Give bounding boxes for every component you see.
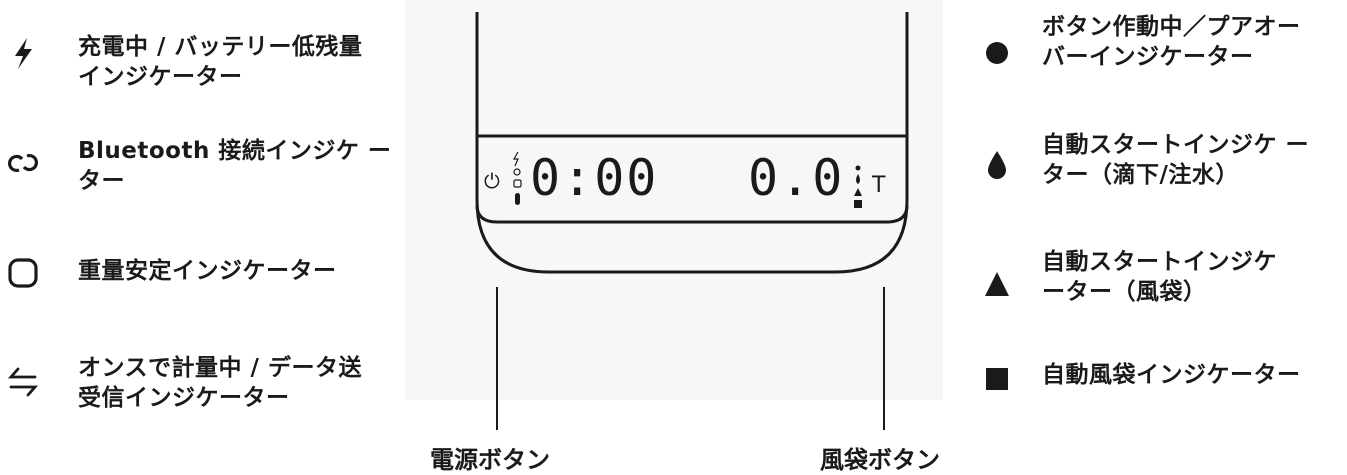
illustration-backdrop <box>405 0 943 400</box>
legend-label: ボタン作動中／プアオー バーインジケーター <box>1042 14 1301 70</box>
tiny-lightning-icon <box>512 151 519 167</box>
power-symbol[interactable]: ⏻ <box>484 169 500 193</box>
legend-label: 重量安定インジケーター <box>78 258 337 284</box>
tare-button-label: 風袋ボタン <box>820 446 940 474</box>
weight-readout: 0.0 <box>748 149 845 207</box>
droplet-icon <box>988 151 1006 179</box>
tiny-triangle-icon <box>854 188 862 196</box>
scale-body-outline <box>475 12 909 274</box>
legend-label: 自動スタートインジケ ー ター（滴下/注水） <box>1042 132 1310 188</box>
rounded-square-icon <box>8 258 38 288</box>
legend-label: Bluetooth 接続インジケ ー ター <box>78 138 392 194</box>
tiny-square-icon <box>854 200 862 208</box>
bluetooth-link-icon <box>7 153 39 173</box>
right-status-indicators <box>854 165 862 208</box>
legend-label: 充電中 / バッテリー低残量 インジケーター <box>78 34 363 90</box>
tiny-rounded-square-icon <box>513 179 522 188</box>
lightning-icon <box>15 38 32 69</box>
left-status-indicators <box>512 151 522 205</box>
dot-icon <box>986 42 1008 64</box>
legend-label: 自動風袋インジケーター <box>1042 362 1301 388</box>
legend-label: 自動スタートインジケ ーター（風袋） <box>1042 249 1277 305</box>
timer-readout: 0:00 <box>530 149 659 207</box>
legend-label: オンスで計量中 / データ送 受信インジケーター <box>78 355 362 411</box>
swap-arrows-icon <box>7 367 39 397</box>
tare-symbol[interactable]: T <box>871 173 886 198</box>
display-panel-bottom-edge <box>475 204 909 224</box>
square-icon <box>986 368 1008 390</box>
tiny-bluetooth-link-icon <box>513 168 521 176</box>
triangle-icon <box>985 272 1009 296</box>
tiny-droplet-icon <box>856 174 860 184</box>
tiny-dot-indicator <box>515 193 520 205</box>
tiny-dot-icon <box>855 165 861 171</box>
power-button-label: 電源ボタン <box>430 446 550 474</box>
